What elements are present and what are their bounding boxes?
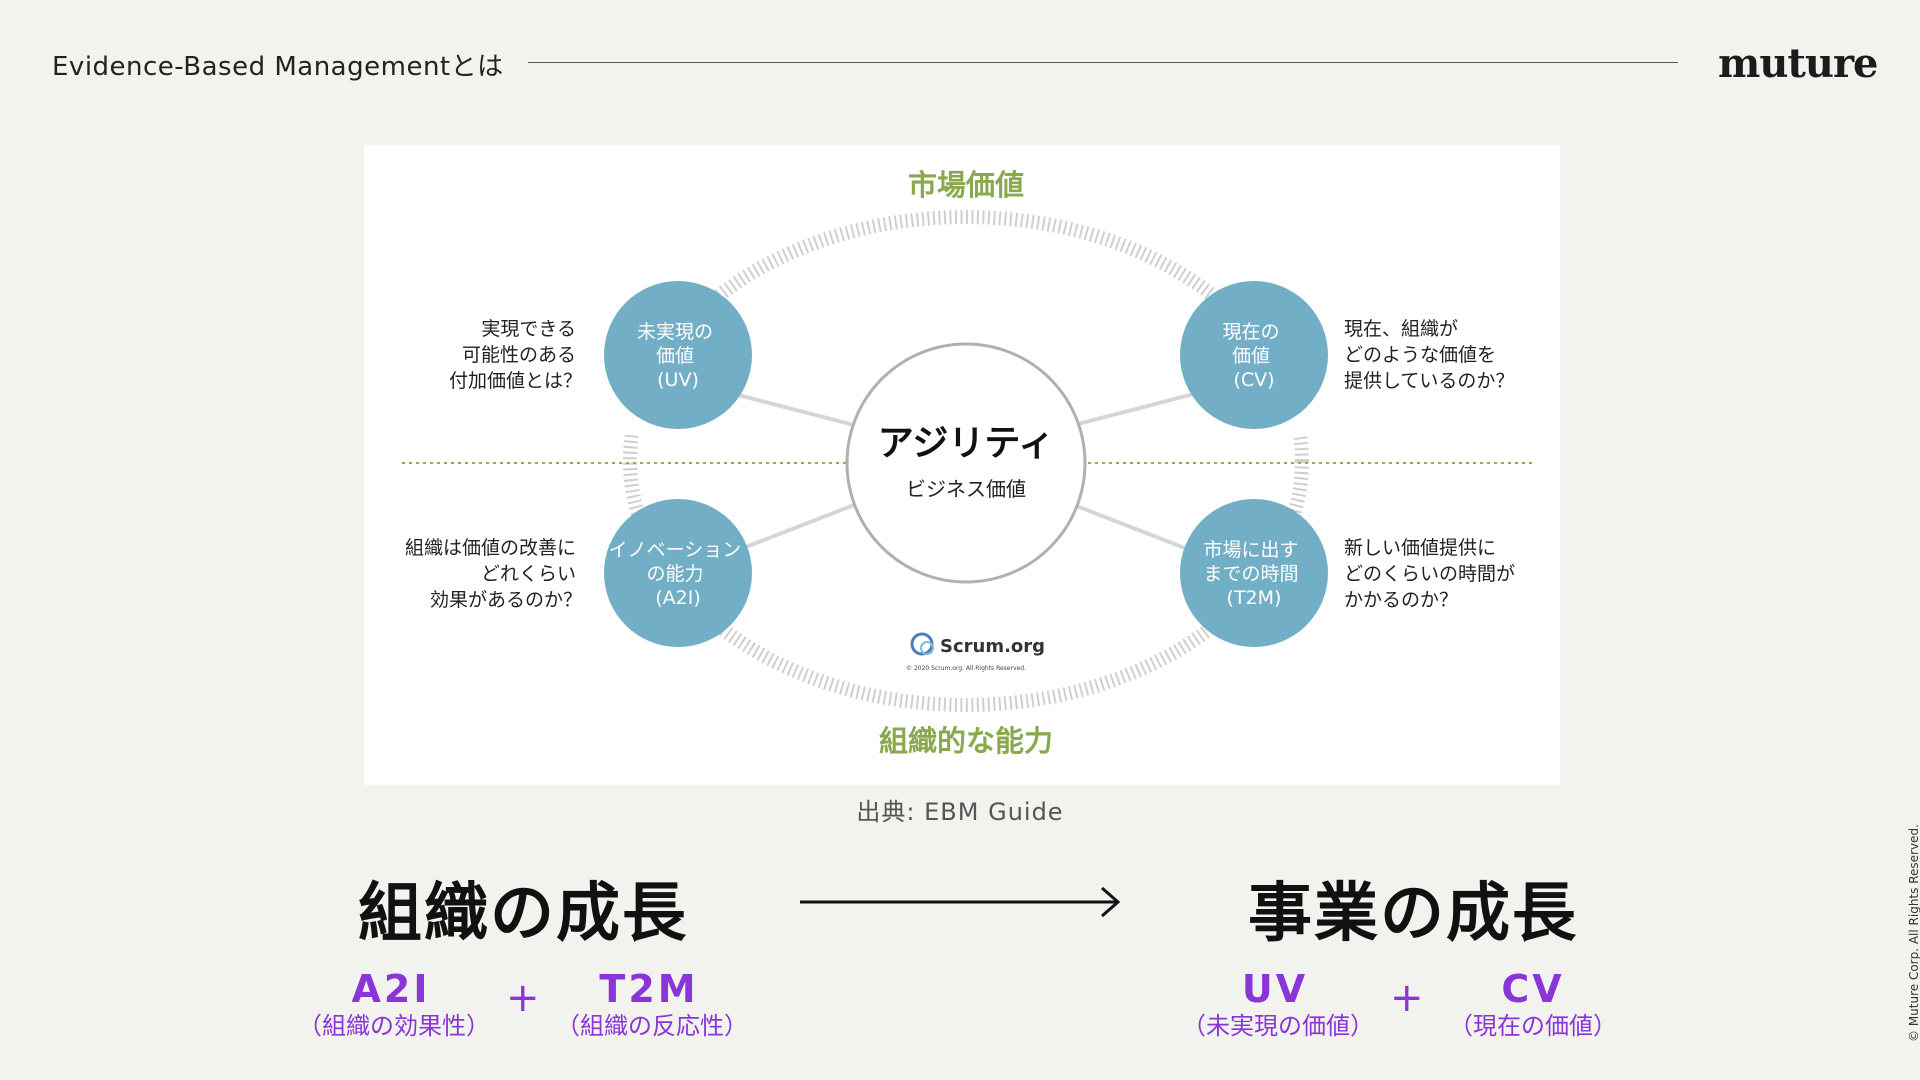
svg-text:© 2020 Scrum.org. All Rights R: © 2020 Scrum.org. All Rights Reserved. <box>906 665 1026 672</box>
center-circle <box>845 342 1087 584</box>
t2m-circle <box>1180 499 1328 647</box>
metric-cv-code: CV <box>1501 967 1565 1011</box>
t2m-question: 新しい価値提供に どのくらいの時間が かかるのか？ <box>1344 537 1521 611</box>
slide-title: Evidence-Based Managementとは <box>52 51 504 82</box>
scrum-org-logo: Scrum.org © 2020 Scrum.org. All Rights R… <box>906 632 1045 672</box>
cv-question: 現在、組織が どのような価値を 提供しているのか？ <box>1344 318 1514 392</box>
metric-uv: UV （未実現の価値） <box>1182 966 1374 1040</box>
plus-sign-left: + <box>506 975 540 1021</box>
svg-text:Scrum.org: Scrum.org <box>940 636 1045 657</box>
center-subtitle: ビジネス価値 <box>906 477 1026 501</box>
metric-a2i: A2I （組織の効果性） <box>298 966 490 1040</box>
copyright-notice: © Muture Corp. All Rights Reserved. <box>1907 824 1920 1042</box>
a2i-circle <box>604 499 752 647</box>
metric-a2i-code: A2I <box>351 967 431 1011</box>
cv-circle-text: 現在の 価値 (CV) <box>1222 321 1285 391</box>
uv-question: 実現できる 可能性のある 付加価値とは？ <box>449 318 582 392</box>
metric-uv-sub: （未実現の価値） <box>1182 1012 1374 1040</box>
metric-cv-sub: （現在の価値） <box>1449 1012 1617 1040</box>
muture-logo: muture <box>1718 40 1878 87</box>
uv-circle-text: 未実現の 価値 (UV) <box>637 321 719 391</box>
plus-sign-right: + <box>1390 975 1424 1021</box>
header-divider <box>528 62 1678 63</box>
outer-ring <box>623 210 1309 712</box>
arrow-right-icon <box>800 886 1121 918</box>
org-growth-heading: 組織の成長 <box>358 877 688 951</box>
center-title: アジリティ <box>878 423 1054 464</box>
metric-uv-code: UV <box>1241 967 1309 1011</box>
market-value-label: 市場価値 <box>908 168 1024 202</box>
a2i-question: 組織は価値の改善に どれくらい 効果があるのか？ <box>405 537 582 611</box>
uv-circle <box>604 281 752 429</box>
t2m-circle-text: 市場に出す までの時間 (T2M) <box>1203 539 1304 609</box>
cv-circle <box>1180 281 1328 429</box>
source-citation: 出典: EBM Guide <box>856 798 1064 826</box>
metric-t2m-code: T2M <box>599 967 699 1011</box>
ebm-diagram: アジリティ ビジネス価値 市場価値 組織的な能力 未実現の 価値 (UV) 実現… <box>364 145 1560 785</box>
ebm-diagram-svg: アジリティ ビジネス価値 市場価値 組織的な能力 未実現の 価値 (UV) 実現… <box>402 168 1532 758</box>
metric-a2i-sub: （組織の効果性） <box>298 1012 490 1040</box>
business-growth-heading: 事業の成長 <box>1248 877 1578 951</box>
metric-t2m: T2M （組織の反応性） <box>556 966 748 1040</box>
metric-cv: CV （現在の価値） <box>1448 966 1618 1040</box>
org-capability-label: 組織的な能力 <box>879 724 1053 758</box>
a2i-circle-text: イノベーション の能力 (A2I) <box>609 539 748 609</box>
metric-t2m-sub: （組織の反応性） <box>556 1012 748 1040</box>
slide-header: Evidence-Based Managementとは <box>52 46 504 82</box>
